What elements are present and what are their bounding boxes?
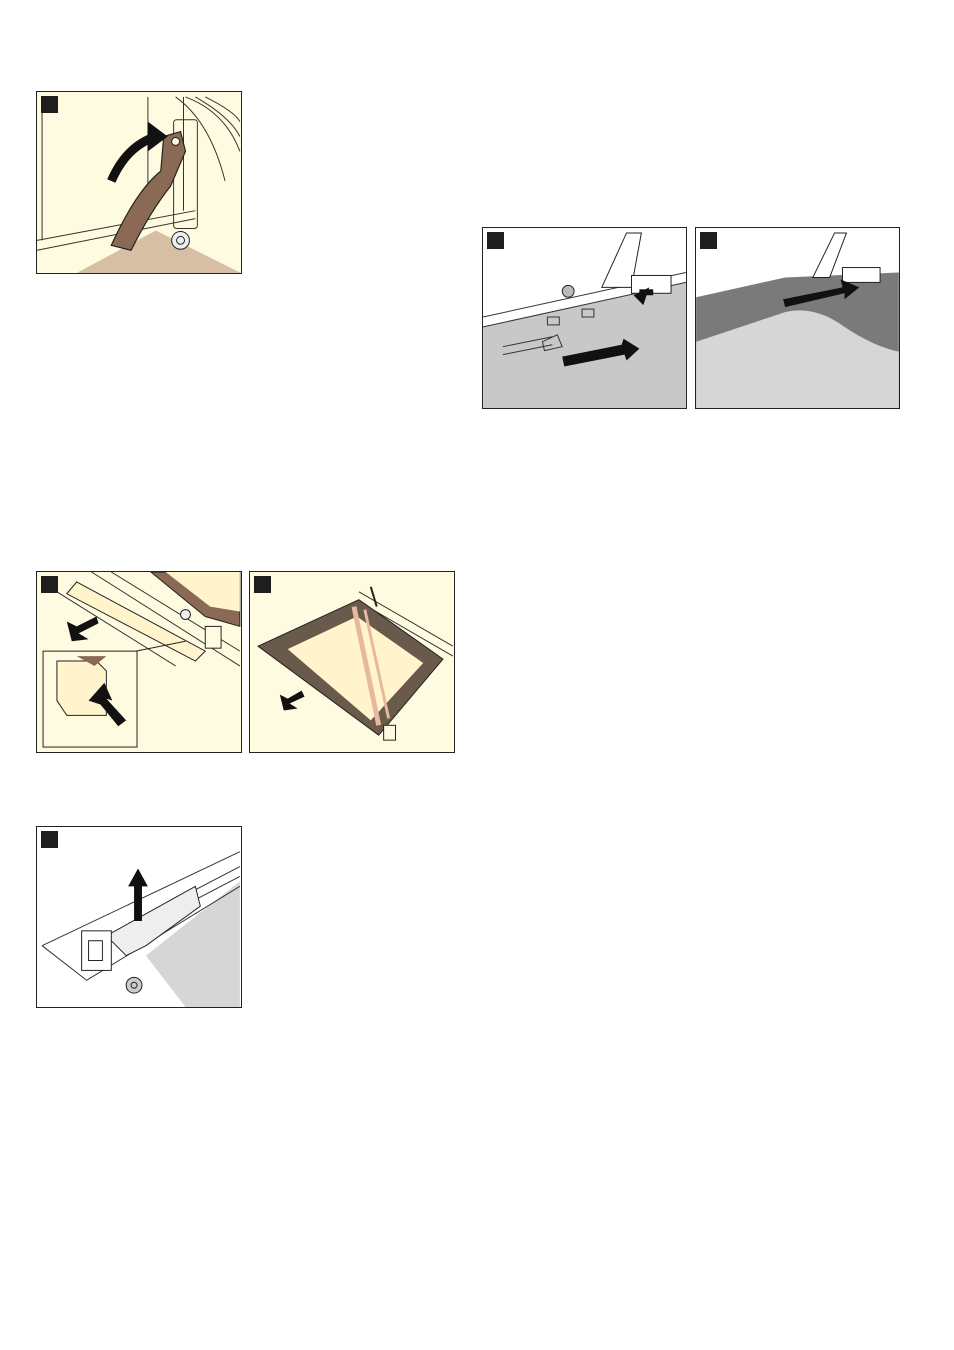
- hinge-lift-illustration: [37, 827, 241, 1007]
- diagonal-arrow-icon: [280, 691, 305, 711]
- figure-hinge-lift: [36, 826, 242, 1008]
- figure-door-strip: [36, 571, 242, 753]
- step-badge: [254, 576, 271, 593]
- step-badge: [41, 576, 58, 593]
- figure-hinge-lever: [36, 91, 242, 274]
- figure-glass-pane: [249, 571, 455, 753]
- door-strip-illustration: [37, 572, 241, 752]
- up-arrow-icon: [128, 869, 148, 921]
- step-badge: [487, 232, 504, 249]
- step-badge: [41, 96, 58, 113]
- diagonal-arrow-icon: [67, 617, 99, 642]
- step-badge: [700, 232, 717, 249]
- clip-slide-illustration: [483, 228, 686, 408]
- figure-cover-slide: [695, 227, 900, 409]
- floor-surface: [77, 230, 241, 273]
- step-badge: [41, 831, 58, 848]
- hinge-lever-illustration: [37, 92, 241, 273]
- glass-pane-illustration: [250, 572, 454, 752]
- cover-slide-illustration: [696, 228, 899, 408]
- figure-clip-slide: [482, 227, 687, 409]
